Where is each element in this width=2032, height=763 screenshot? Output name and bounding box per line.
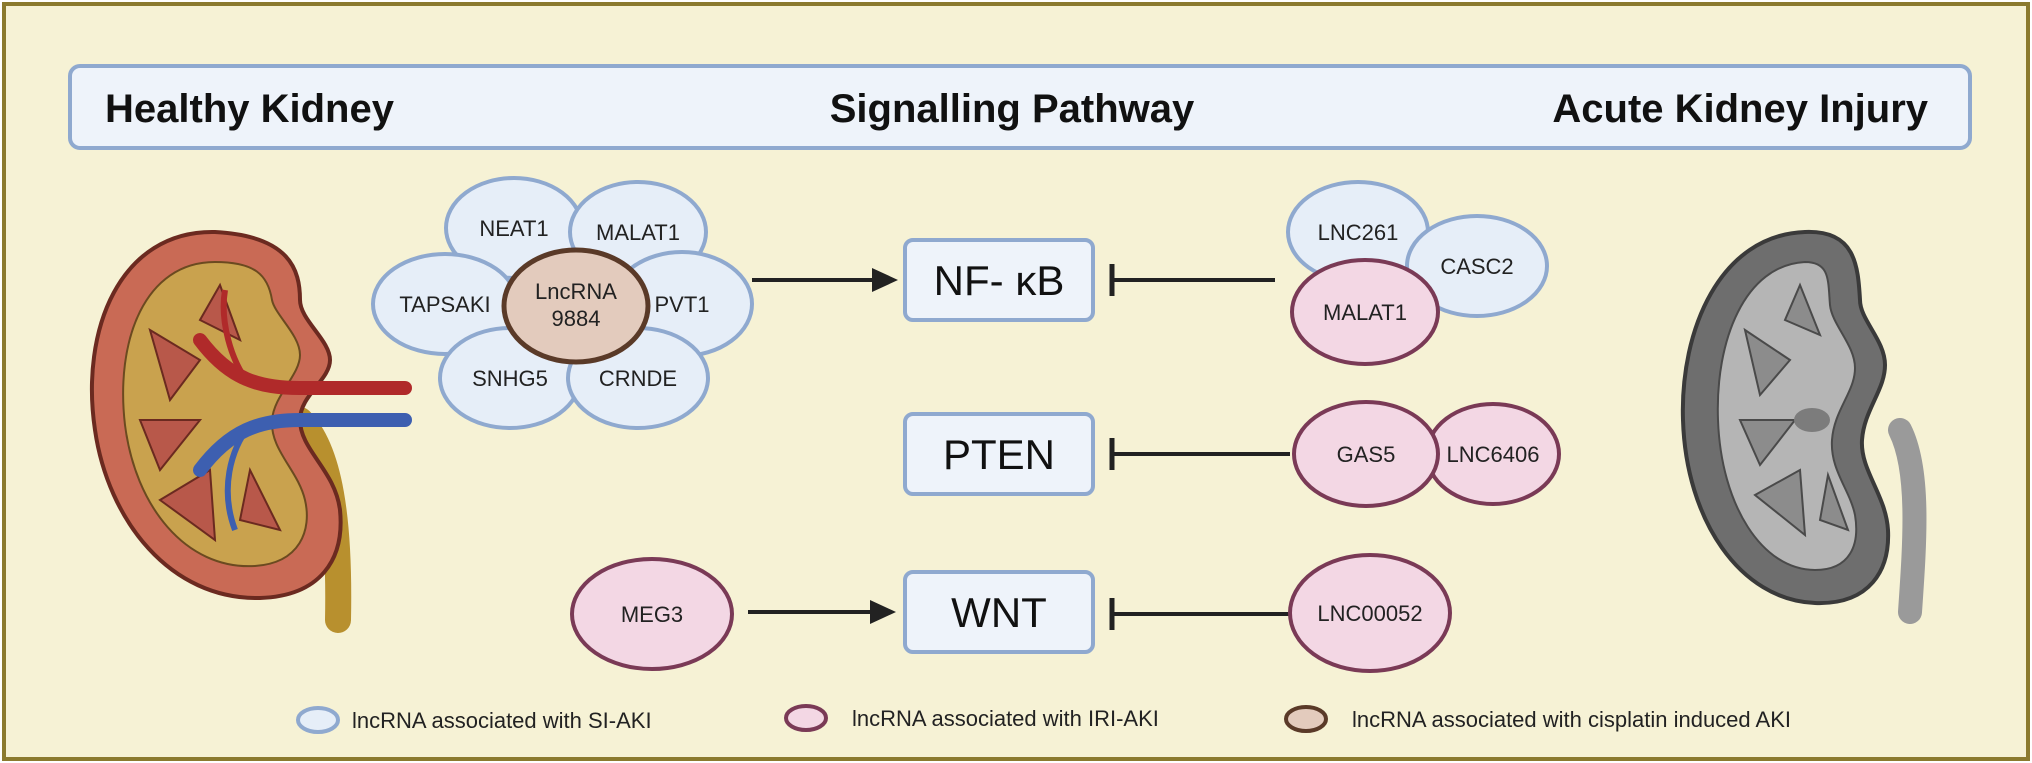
healthy-kidney-icon — [90, 229, 412, 633]
label-meg3: MEG3 — [621, 602, 683, 627]
label-lnc00052: LNC00052 — [1317, 601, 1422, 626]
pathway-label-pten: PTEN — [943, 431, 1055, 478]
header-healthy-kidney: Healthy Kidney — [105, 87, 395, 131]
petal-label-malat1: MALAT1 — [596, 220, 680, 245]
petal-label-neat1: NEAT1 — [479, 216, 548, 241]
petal-label-crnde: CRNDE — [599, 366, 677, 391]
lncrna-9884-label-line2: 9884 — [552, 306, 601, 331]
petal-label-tapsaki: TAPSAKI — [399, 292, 490, 317]
node-gas5: GAS5 — [1292, 400, 1440, 508]
legend-label-cis: lncRNA associated with cisplatin induced… — [1352, 707, 1791, 732]
label-casc2: CASC2 — [1440, 254, 1513, 279]
inhibit-pten — [1109, 438, 1290, 470]
header-bar: Healthy Kidney Signalling Pathway Acute … — [68, 64, 1972, 150]
legend-label-iri: lncRNA associated with IRI-AKI — [852, 706, 1159, 731]
petal-label-snhg5: SNHG5 — [472, 366, 548, 391]
lncrna-9884-node: LncRNA 9884 — [501, 247, 651, 365]
injured-kidney-icon — [1680, 229, 1927, 624]
lncrna-9884-label-line1: LncRNA — [535, 279, 617, 304]
pathway-box-pten: PTEN — [903, 412, 1095, 496]
arrow-cluster-to-nfkb — [752, 268, 898, 292]
petal-label-pvt1: PVT1 — [654, 292, 709, 317]
label-lnc6406: LNC6406 — [1447, 442, 1540, 467]
label-malat1-iri: MALAT1 — [1323, 300, 1407, 325]
pathway-box-wnt: WNT — [903, 570, 1095, 654]
legend-item-cis: lncRNA associated with cisplatin induced… — [1284, 705, 1791, 733]
inhibit-wnt — [1109, 598, 1290, 630]
pathway-label-nfkb: NF- κB — [934, 257, 1065, 304]
legend-item-iri: lncRNA associated with IRI-AKI — [784, 704, 1159, 732]
header-signalling-pathway: Signalling Pathway — [830, 87, 1195, 131]
legend-item-si: lncRNA associated with SI-AKI — [296, 706, 652, 734]
inhibit-nfkb — [1109, 264, 1275, 296]
petal-tapsaki: TAPSAKI — [371, 252, 519, 356]
node-lnc00052: LNC00052 — [1288, 553, 1452, 673]
node-lnc6406: LNC6406 — [1425, 402, 1561, 506]
node-meg3: MEG3 — [570, 557, 734, 671]
legend: lncRNA associated with SI-AKI lncRNA ass… — [296, 704, 1791, 734]
node-casc2: CASC2 — [1405, 214, 1549, 318]
header-acute-kidney-injury: Acute Kidney Injury — [1552, 87, 1928, 131]
node-malat1-iri: MALAT1 — [1290, 258, 1440, 366]
pathway-label-wnt: WNT — [951, 589, 1047, 636]
lncrna-cluster-si: NEAT1 MALAT1 TAPSAKI PVT1 SNHG5 CRNDE Ln… — [371, 176, 754, 430]
pathway-box-nfkb: NF- κB — [903, 238, 1095, 322]
legend-label-si: lncRNA associated with SI-AKI — [352, 708, 652, 733]
arrow-meg3-to-wnt — [748, 600, 896, 624]
label-gas5: GAS5 — [1337, 442, 1396, 467]
label-lnc261: LNC261 — [1318, 220, 1399, 245]
